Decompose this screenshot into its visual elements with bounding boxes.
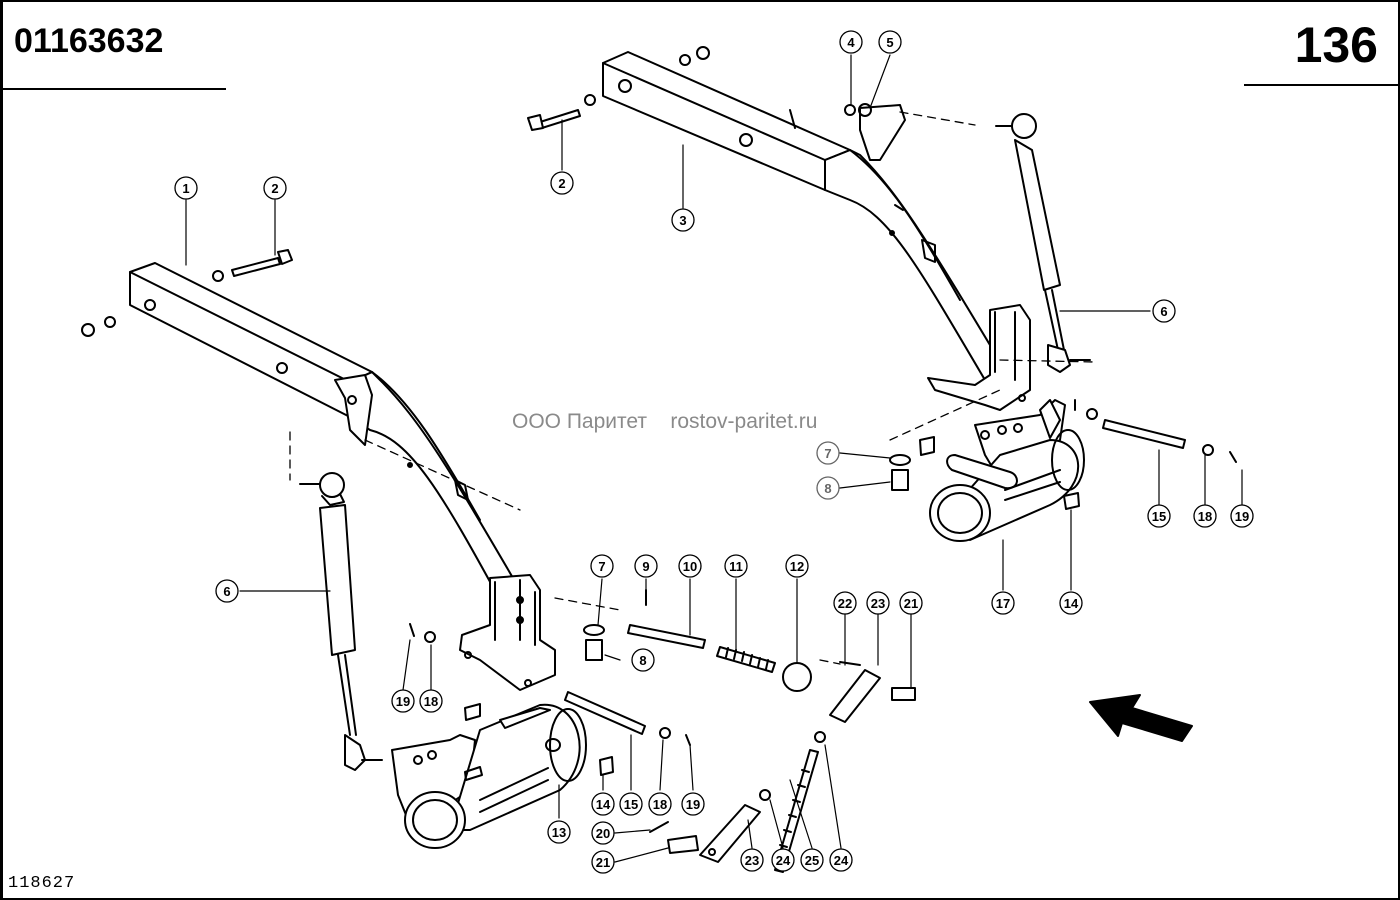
callout-8: 8	[816, 476, 840, 500]
svg-text:10: 10	[683, 559, 697, 574]
callout-21: 21	[899, 591, 923, 615]
frame-border-bottom	[0, 898, 1400, 900]
svg-text:18: 18	[653, 797, 667, 812]
callout-13: 13	[547, 820, 571, 844]
header-rule-left	[0, 88, 226, 90]
svg-text:17: 17	[996, 596, 1010, 611]
leader-lines	[185, 54, 1243, 863]
callout-18: 18	[648, 792, 672, 816]
callout-15: 15	[1147, 504, 1171, 528]
frame-border-top	[0, 0, 1400, 2]
callout-7: 7	[816, 441, 840, 465]
svg-text:6: 6	[223, 584, 230, 599]
svg-text:2: 2	[271, 181, 278, 196]
alignment-lines	[289, 111, 1096, 665]
callout-14: 14	[591, 792, 615, 816]
callout-7: 7	[590, 554, 614, 578]
callout-18: 18	[419, 689, 443, 713]
svg-text:20: 20	[596, 826, 610, 841]
svg-text:8: 8	[824, 481, 831, 496]
frame-border-left	[0, 0, 3, 900]
callout-19: 19	[391, 689, 415, 713]
callout-4: 4	[839, 30, 863, 54]
svg-text:7: 7	[598, 559, 605, 574]
svg-text:4: 4	[847, 35, 855, 50]
callout-9: 9	[634, 554, 658, 578]
svg-text:23: 23	[871, 596, 885, 611]
callout-23: 23	[866, 591, 890, 615]
svg-text:19: 19	[396, 694, 410, 709]
callout-10: 10	[678, 554, 702, 578]
callout-14: 14	[1059, 591, 1083, 615]
svg-text:6: 6	[1160, 304, 1167, 319]
document-number: 01163632	[14, 22, 164, 60]
pins-and-fasteners	[81, 46, 1237, 873]
callout-11: 11	[724, 554, 748, 578]
callout-5: 5	[878, 30, 902, 54]
callout-17: 17	[991, 591, 1015, 615]
svg-text:14: 14	[596, 797, 611, 812]
callout-19: 19	[1230, 504, 1254, 528]
callout-2: 2	[550, 171, 574, 195]
watermark: ООО Паритет rostov-paritet.ru	[512, 410, 817, 434]
svg-text:3: 3	[679, 213, 686, 228]
svg-text:2: 2	[558, 176, 565, 191]
callout-20: 20	[591, 821, 615, 845]
watermark-website: rostov-paritet.ru	[670, 410, 818, 433]
svg-text:11: 11	[729, 559, 743, 574]
frame-border-right	[1398, 0, 1400, 900]
callout-19: 19	[681, 792, 705, 816]
svg-text:25: 25	[805, 853, 819, 868]
right-frame-arm	[602, 51, 1031, 411]
callout-23: 23	[740, 848, 764, 872]
right-tube-assembly	[929, 399, 1085, 542]
svg-text:19: 19	[1235, 509, 1249, 524]
callout-24: 24	[771, 848, 795, 872]
callout-2: 2	[263, 176, 287, 200]
drawing-code: 118627	[8, 874, 76, 893]
svg-text:24: 24	[834, 853, 849, 868]
svg-text:14: 14	[1064, 596, 1079, 611]
svg-text:13: 13	[552, 825, 566, 840]
svg-text:15: 15	[1152, 509, 1166, 524]
callout-6: 6	[1152, 299, 1176, 323]
callout-3: 3	[671, 208, 695, 232]
svg-text:5: 5	[886, 35, 893, 50]
callout-15: 15	[619, 792, 643, 816]
svg-text:19: 19	[686, 797, 700, 812]
svg-text:22: 22	[838, 596, 852, 611]
callout-22: 22	[833, 591, 857, 615]
header-rule-right	[1244, 84, 1400, 86]
svg-text:9: 9	[642, 559, 649, 574]
arrow-icon	[1089, 694, 1193, 742]
callout-25: 25	[800, 848, 824, 872]
right-gas-spring	[995, 113, 1091, 373]
svg-text:18: 18	[424, 694, 438, 709]
svg-text:8: 8	[639, 653, 646, 668]
watermark-company: ООО Паритет	[512, 410, 648, 433]
svg-text:23: 23	[745, 853, 759, 868]
page-number: 136	[1294, 17, 1378, 73]
callout-6: 6	[215, 579, 239, 603]
left-gas-spring	[299, 472, 383, 771]
callout-21: 21	[591, 850, 615, 874]
callout-24: 24	[829, 848, 853, 872]
callout-18: 18	[1193, 504, 1217, 528]
svg-text:21: 21	[596, 855, 610, 870]
svg-text:24: 24	[776, 853, 791, 868]
svg-text:15: 15	[624, 797, 638, 812]
callout-1: 1	[174, 176, 198, 200]
callout-12: 12	[785, 554, 809, 578]
callout-8: 8	[631, 648, 655, 672]
left-tube-assembly	[391, 703, 587, 849]
svg-text:7: 7	[824, 446, 831, 461]
svg-text:18: 18	[1198, 509, 1212, 524]
svg-text:21: 21	[904, 596, 918, 611]
svg-text:12: 12	[790, 559, 804, 574]
svg-text:1: 1	[182, 181, 189, 196]
